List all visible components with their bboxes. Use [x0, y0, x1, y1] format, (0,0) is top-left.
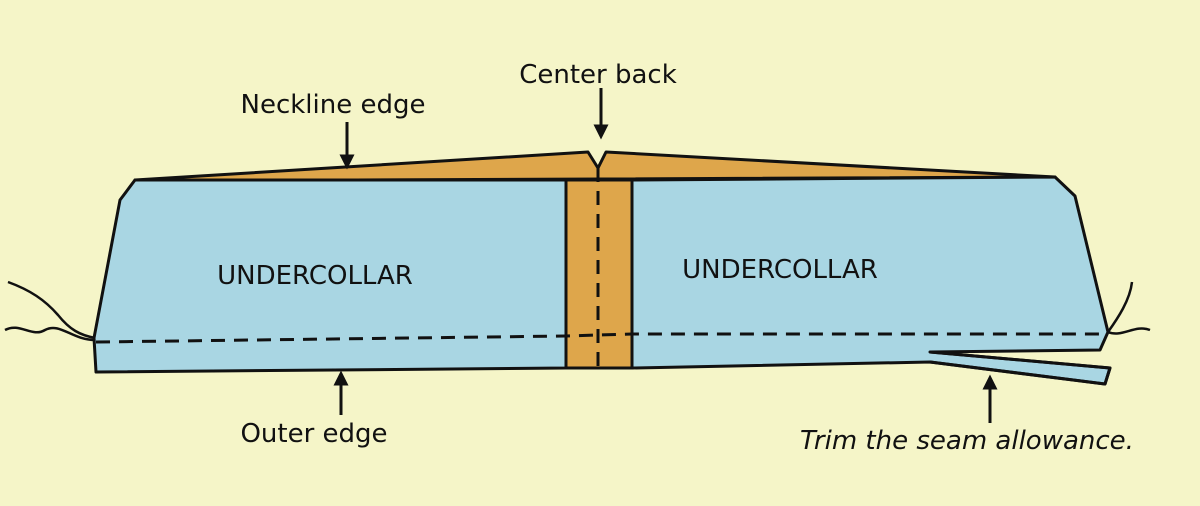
thread-end-right-lower [1107, 327, 1151, 335]
trim-seam-allowance-label: Trim the seam allowance. [800, 426, 1134, 456]
thread-end-right-upper [1106, 281, 1134, 333]
thread-end-left-upper [7, 280, 96, 340]
outer-edge-label: Outer edge [240, 419, 387, 449]
thread-end-left-lower [4, 326, 96, 342]
undercollar-right-label: UNDERCOLLAR [682, 255, 878, 285]
undercollar-left-label: UNDERCOLLAR [217, 261, 413, 291]
trimmed-seam-allowance [929, 350, 1112, 386]
center-back-label: Center back [519, 60, 677, 90]
neckline-edge-label: Neckline edge [241, 90, 426, 120]
seamline-dashed [95, 332, 1100, 344]
